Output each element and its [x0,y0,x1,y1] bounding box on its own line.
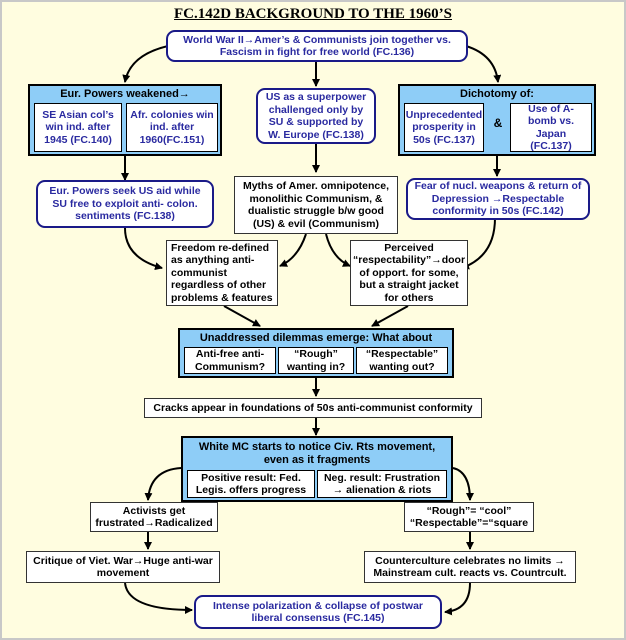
eur-seek-box: Eur. Powers seek US aid while SU free to… [36,180,214,228]
respectable-out-box: “Respectable” wanting out? [356,347,448,374]
cracks-box: Cracks appear in foundations of 50s anti… [144,398,482,418]
white-mc-title: White MC starts to notice Civ. Rts movem… [198,441,436,466]
eur-weakened-panel: Eur. Powers weakened→ SE Asian col’s win… [28,84,222,156]
white-mc-panel: White MC starts to notice Civ. Rts movem… [181,436,453,502]
arrow-freedom-to-dilemmas [223,305,261,327]
arrow-ww2-to-eur-weakened [122,45,169,83]
anti-free-box: Anti-free anti-Communism? [184,347,276,374]
arrow-white-mc-to-activists [144,467,182,501]
arrow-myths-to-respectability [325,233,351,267]
abomb-box: Use of A-bomb vs. Japan (FC.137) [510,103,592,152]
arrow-ww2-to-dichotomy [465,45,502,83]
eur-weakened-title: Eur. Powers weakened→ [60,88,190,100]
page-title: FC.142D BACKGROUND TO THE 1960’S [174,6,452,22]
polarization-box: Intense polarization & collapse of postw… [194,595,442,629]
afr-colonies-box: Afr. colonies win ind. after 1960(FC.151… [126,103,218,152]
dichotomy-panel: Dichotomy of: Unprecedented prosperity i… [398,84,596,156]
counterculture-box: Counterculture celebrates no limits → Ma… [364,551,576,583]
positive-result-box: Positive result: Fed. Legis. offers prog… [187,470,315,498]
negative-result-box: Neg. result: Frustration → alienation & … [317,470,447,498]
ampersand: & [493,116,503,130]
critique-box: Critique of Viet. War→Huge anti-war move… [26,551,220,583]
arrow-white-mc-to-rough-cool [452,467,474,501]
arrow-respectability-to-dilemmas [371,305,409,327]
arrow-myths-to-freedom [279,233,307,267]
freedom-box: Freedom re-defined as anything anti-comm… [166,240,278,306]
rough-cool-box: “Rough”= “cool” “Respectable”=“square [404,502,534,532]
activists-box: Activists get frustrated→Radicalized [90,502,218,532]
rough-in-box: “Rough” wanting in? [278,347,354,374]
arrow-eur-seek-to-freedom [124,227,163,271]
prosperity-box: Unprecedented prosperity in 50s (FC.137) [404,103,484,152]
superpower-box: US as a superpower challenged only by SU… [256,88,376,144]
arrow-counterculture-to-polarization [444,582,471,616]
respectability-box: Perceived “respectability”→door of oppor… [350,240,468,306]
arrow-critique-to-polarization [124,582,193,614]
dichotomy-title: Dichotomy of: [460,88,534,100]
se-asian-box: SE Asian col’s win ind. after 1945 (FC.1… [34,103,122,152]
myths-box: Myths of Amer. omnipotence, monolithic C… [234,176,398,234]
ww2-box: World War II→Amer’s & Communists join to… [166,30,468,62]
fear-box: Fear of nucl. weapons & return of Depres… [406,178,590,220]
dilemmas-title: Unaddressed dilemmas emerge: What about [199,332,433,344]
dilemmas-panel: Unaddressed dilemmas emerge: What about … [178,328,454,378]
